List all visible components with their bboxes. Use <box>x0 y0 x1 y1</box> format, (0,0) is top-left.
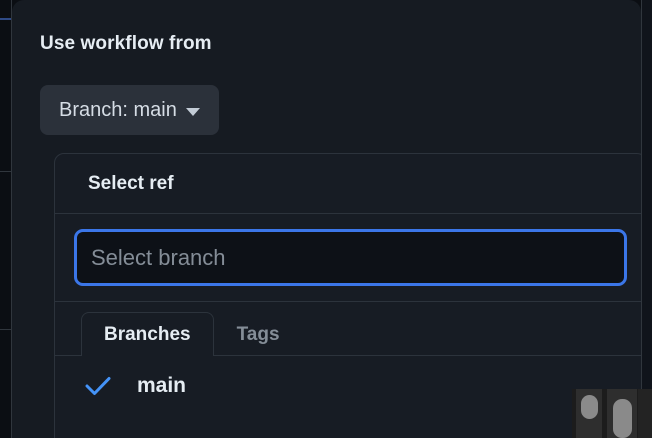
backdrop-vertical-rule-right <box>641 0 642 438</box>
check-icon <box>81 376 115 396</box>
scrollbar-thumb-page[interactable] <box>613 399 632 438</box>
tabs-underline <box>55 355 641 356</box>
backdrop-accent-line <box>0 18 11 20</box>
list-item[interactable]: main <box>55 364 641 408</box>
tab-branches[interactable]: Branches <box>81 312 214 356</box>
page-title: Use workflow from <box>40 33 212 54</box>
chevron-down-icon <box>185 107 200 116</box>
ref-item-label: main <box>137 374 187 397</box>
branch-select-button-label: Branch: main <box>59 98 177 121</box>
tab-tags[interactable]: Tags <box>236 323 280 345</box>
scrollbar-thumb-inner[interactable] <box>581 395 598 419</box>
use-workflow-dialog: Use workflow from Branch: main Select re… <box>12 0 641 438</box>
backdrop-right-strip <box>641 0 652 438</box>
select-ref-title: Select ref <box>88 172 174 194</box>
ref-list: main <box>55 356 641 408</box>
branch-filter-row <box>55 214 641 302</box>
backdrop-vertical-rule <box>11 0 12 438</box>
backdrop-divider-2 <box>0 329 11 330</box>
scrollbar-gutter <box>638 389 652 438</box>
select-ref-header: Select ref <box>55 154 641 214</box>
ref-type-tabs: Branches Tags <box>55 302 641 356</box>
select-ref-popover: Select ref Branches Tags main <box>54 153 641 438</box>
backdrop-divider-1 <box>0 171 11 172</box>
branch-select-button[interactable]: Branch: main <box>40 85 219 135</box>
branch-filter-input[interactable] <box>74 229 627 286</box>
